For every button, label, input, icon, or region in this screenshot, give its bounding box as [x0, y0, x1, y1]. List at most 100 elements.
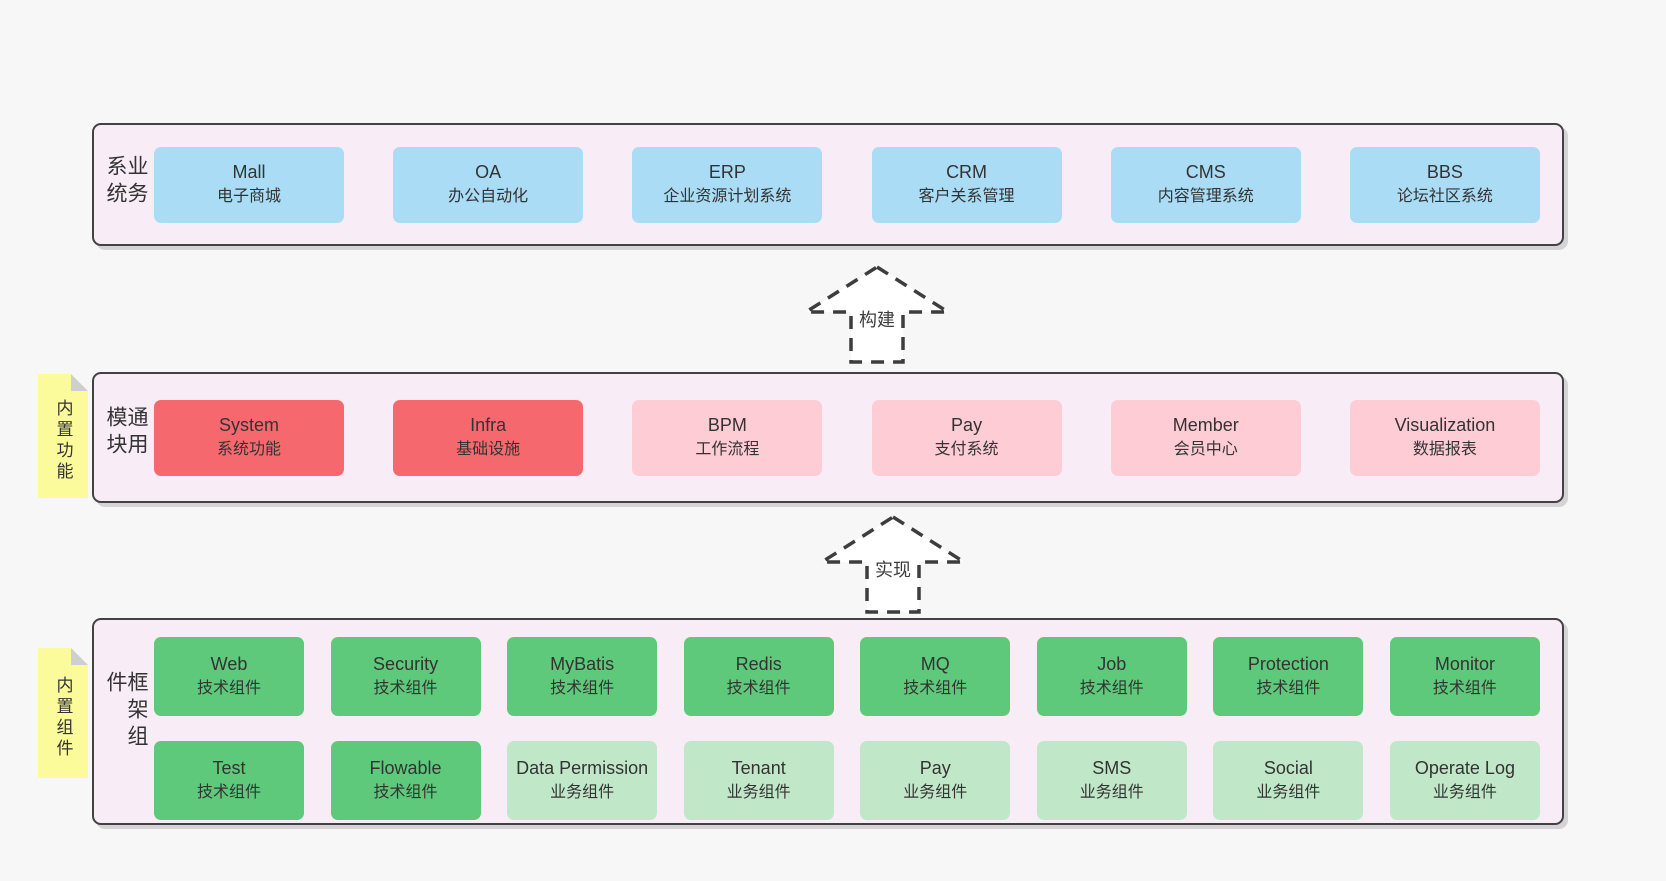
sticky-note-builtin-features-label: 内置功能	[53, 398, 73, 483]
node-system-name: System	[218, 415, 279, 435]
node-social-name: Social	[1263, 758, 1313, 778]
node-tenant-desc: 业务组件	[726, 784, 791, 801]
section-label-modules: 通用模块	[104, 405, 148, 460]
node-pay-module-name: Pay	[951, 415, 983, 435]
node-tenant-name: Tenant	[731, 758, 786, 778]
node-visualization-desc: 数据报表	[1412, 441, 1477, 458]
node-flowable: Flowable 技术组件	[330, 741, 481, 820]
node-crm-name: CRM	[946, 162, 988, 182]
node-visualization: Visualization 数据报表	[1349, 399, 1540, 476]
node-data-permission: Data Permission 业务组件	[507, 741, 658, 820]
arrow-implement-label: 实现	[872, 556, 914, 582]
node-operate-log-name: Operate Log	[1414, 758, 1515, 778]
section-common-modules: 通用模块 System 系统功能 Infra 基础设施 BPM 工作流程 Pay…	[92, 372, 1564, 503]
node-redis-desc: 技术组件	[726, 680, 791, 697]
node-sms-desc: 业务组件	[1079, 784, 1144, 801]
node-web: Web 技术组件	[154, 637, 304, 716]
node-pay-component-name: Pay	[919, 758, 951, 778]
node-infra: Infra 基础设施	[393, 399, 584, 476]
node-pay-component-desc: 业务组件	[903, 784, 968, 801]
node-operate-log: Operate Log 业务组件	[1389, 741, 1540, 820]
folded-corner-icon	[71, 374, 88, 391]
node-test: Test 技术组件	[154, 741, 304, 820]
node-mybatis-name: MyBatis	[550, 654, 615, 674]
node-protection-desc: 技术组件	[1256, 680, 1321, 697]
node-oa-name: OA	[475, 162, 502, 182]
node-data-permission-desc: 业务组件	[550, 784, 615, 801]
node-pay-module-desc: 支付系统	[934, 441, 999, 458]
node-web-desc: 技术组件	[196, 680, 261, 697]
node-infra-desc: 基础设施	[456, 441, 521, 458]
framework-node-row-2: Test 技术组件 Flowable 技术组件 Data Permission …	[154, 741, 1540, 820]
node-erp-desc: 企业资源计划系统	[663, 188, 792, 205]
section-label-framework: 框架组件	[104, 670, 148, 752]
node-monitor-desc: 技术组件	[1432, 680, 1497, 697]
node-security: Security 技术组件	[330, 637, 481, 716]
node-security-desc: 技术组件	[373, 680, 438, 697]
node-mq: MQ 技术组件	[860, 637, 1011, 716]
arrow-build: 构建	[802, 262, 952, 366]
arrow-implement: 实现	[818, 512, 968, 616]
node-mall: Mall 电子商城	[154, 146, 344, 223]
node-tenant: Tenant 业务组件	[683, 741, 834, 820]
framework-node-row-1: Web 技术组件 Security 技术组件 MyBatis 技术组件 Redi…	[154, 637, 1540, 716]
business-node-row: Mall 电子商城 OA 办公自动化 ERP 企业资源计划系统 CRM 客户关系…	[154, 146, 1540, 223]
sticky-note-builtin-components-label: 内置组件	[53, 676, 73, 761]
node-job: Job 技术组件	[1036, 637, 1187, 716]
node-monitor-name: Monitor	[1434, 654, 1495, 674]
node-monitor: Monitor 技术组件	[1389, 637, 1540, 716]
node-mybatis-desc: 技术组件	[550, 680, 615, 697]
node-social-desc: 业务组件	[1256, 784, 1321, 801]
node-operate-log-desc: 业务组件	[1432, 784, 1497, 801]
node-protection: Protection 技术组件	[1213, 637, 1364, 716]
node-crm: CRM 客户关系管理	[871, 146, 1062, 223]
section-label-business: 业务系统	[104, 154, 148, 209]
node-redis-name: Redis	[735, 654, 782, 674]
folded-corner-icon	[71, 648, 88, 665]
node-flowable-desc: 技术组件	[373, 784, 438, 801]
node-security-name: Security	[373, 654, 439, 674]
node-system-desc: 系统功能	[216, 441, 281, 458]
sticky-note-builtin-features: 内置功能	[38, 374, 88, 498]
node-visualization-name: Visualization	[1394, 415, 1496, 435]
node-system: System 系统功能	[154, 399, 344, 476]
node-test-name: Test	[212, 758, 246, 778]
sticky-note-builtin-components: 内置组件	[38, 648, 88, 778]
node-sms: SMS 业务组件	[1036, 741, 1187, 820]
arrow-build-label: 构建	[856, 306, 898, 332]
node-member: Member 会员中心	[1110, 399, 1301, 476]
modules-node-row: System 系统功能 Infra 基础设施 BPM 工作流程 Pay 支付系统…	[154, 399, 1540, 476]
node-bpm-desc: 工作流程	[695, 441, 760, 458]
node-pay-component: Pay 业务组件	[860, 741, 1011, 820]
node-web-name: Web	[210, 654, 248, 674]
node-bpm-name: BPM	[707, 415, 747, 435]
node-oa: OA 办公自动化	[393, 146, 584, 223]
node-flowable-name: Flowable	[369, 758, 442, 778]
node-cms-name: CMS	[1185, 162, 1226, 182]
node-test-desc: 技术组件	[196, 784, 261, 801]
node-sms-name: SMS	[1092, 758, 1132, 778]
section-framework-components: 框架组件 Web 技术组件 Security 技术组件 MyBatis 技术组件…	[92, 618, 1564, 825]
node-member-desc: 会员中心	[1173, 441, 1238, 458]
node-bbs-name: BBS	[1426, 162, 1463, 182]
node-mq-desc: 技术组件	[903, 680, 968, 697]
node-oa-desc: 办公自动化	[448, 188, 529, 205]
node-crm-desc: 客户关系管理	[918, 188, 1015, 205]
node-cms-desc: 内容管理系统	[1157, 188, 1254, 205]
node-redis: Redis 技术组件	[683, 637, 834, 716]
node-erp-name: ERP	[708, 162, 746, 182]
node-data-permission-name: Data Permission	[516, 758, 649, 778]
node-job-desc: 技术组件	[1079, 680, 1144, 697]
node-member-name: Member	[1172, 415, 1239, 435]
node-job-name: Job	[1097, 654, 1127, 674]
node-bbs: BBS 论坛社区系统	[1349, 146, 1540, 223]
node-mybatis: MyBatis 技术组件	[507, 637, 658, 716]
node-bpm: BPM 工作流程	[632, 399, 823, 476]
section-business-systems: 业务系统 Mall 电子商城 OA 办公自动化 ERP 企业资源计划系统 CRM…	[92, 123, 1564, 246]
node-erp: ERP 企业资源计划系统	[632, 146, 823, 223]
node-mq-name: MQ	[920, 654, 950, 674]
node-pay-module: Pay 支付系统	[871, 399, 1062, 476]
node-mall-desc: 电子商城	[216, 188, 281, 205]
node-bbs-desc: 论坛社区系统	[1396, 188, 1493, 205]
